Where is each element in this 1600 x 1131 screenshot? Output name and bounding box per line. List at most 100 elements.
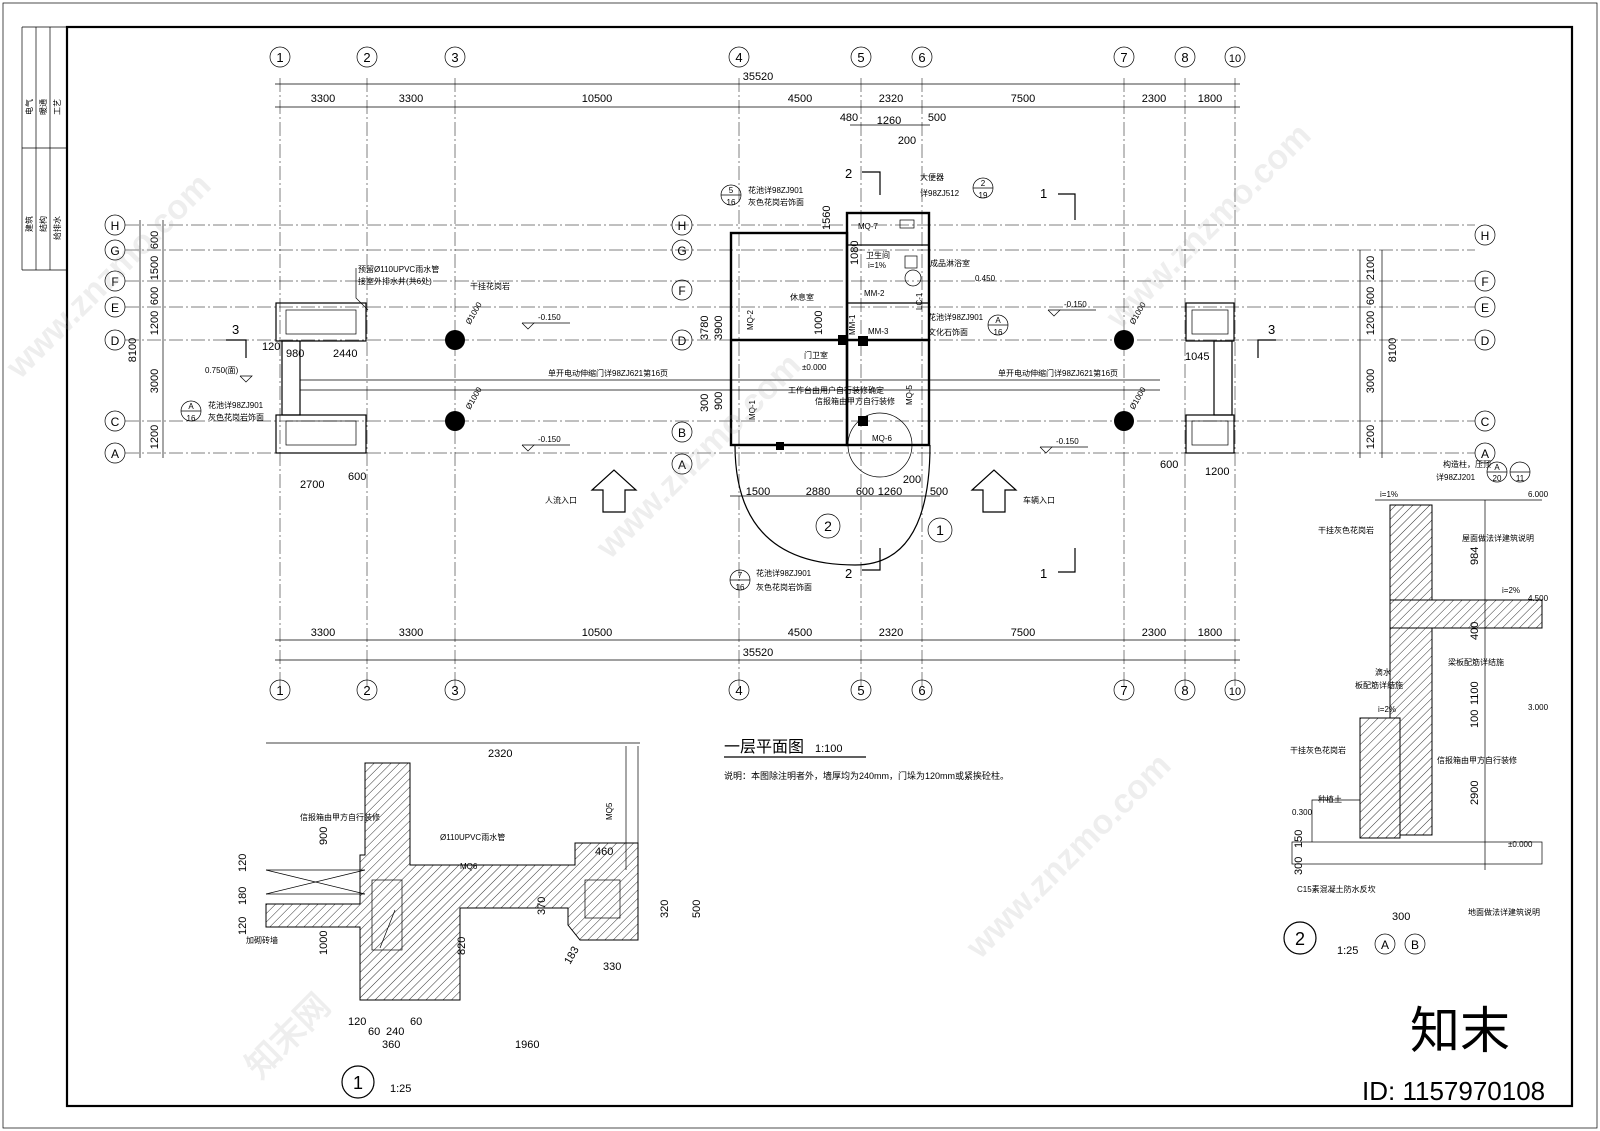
watermark-site-cn: 知末网 bbox=[239, 987, 338, 1086]
d1-dim-60: 60 bbox=[368, 1026, 380, 1038]
planter-right-label: 花池详98ZJ901 bbox=[928, 312, 984, 322]
plan-scale: 1:100 bbox=[815, 743, 843, 755]
d1-dim-360: 360 bbox=[382, 1039, 400, 1051]
axis-label: 8 bbox=[1181, 683, 1188, 698]
d2-dim-984: 984 bbox=[1469, 547, 1481, 565]
axis-label: F bbox=[1481, 275, 1488, 289]
dim-600-left: 600 bbox=[348, 471, 366, 483]
axis-label: D bbox=[111, 334, 120, 348]
section-label: 1 bbox=[1040, 186, 1047, 201]
room-toilet-slope: i=1% bbox=[868, 261, 886, 270]
door-mq5: MQ-5 bbox=[905, 384, 914, 405]
d1-dim-1000: 1000 bbox=[318, 931, 330, 955]
watermark-brand: 知末 bbox=[1410, 1003, 1510, 1059]
gate-right-label: 单开电动伸缩门详98ZJ621第16页 bbox=[998, 368, 1118, 378]
dim-text: 1800 bbox=[1198, 627, 1222, 639]
axis-label: G bbox=[677, 244, 686, 258]
axis-label: C bbox=[1481, 415, 1490, 429]
d2-granite-1: 干挂灰色花岗岩 bbox=[1318, 525, 1374, 535]
section-label: 2 bbox=[845, 166, 852, 181]
entry-arrows: 人流入口 车辆入口 bbox=[545, 469, 1055, 513]
dim-text: 10500 bbox=[582, 93, 613, 105]
d2-soil: 种植土 bbox=[1318, 794, 1342, 804]
dim-chain-left: 8100 600 1500 600 1200 3000 1200 bbox=[127, 220, 164, 458]
axis-label: H bbox=[1481, 229, 1490, 243]
dim-120: 120 bbox=[262, 341, 280, 353]
room-guard-level: ±0.000 bbox=[802, 363, 827, 372]
ref-a: A bbox=[188, 402, 194, 411]
toilet-std-label: 大便器 bbox=[920, 172, 944, 182]
planter-right: 1045 1200 600 bbox=[1160, 302, 1235, 478]
planter-bottom-label-2: 灰色花岗岩饰面 bbox=[756, 582, 812, 592]
d1-dim-1960: 1960 bbox=[515, 1039, 539, 1051]
dim-text: 600 bbox=[1365, 287, 1377, 305]
watermarks: www.znzmo.com www.znzmo.com www.znzmo.co… bbox=[0, 116, 1545, 1106]
door-mm3: MM-3 bbox=[868, 327, 889, 336]
d1-dim-330: 330 bbox=[603, 961, 621, 973]
dim-1045: 1045 bbox=[1185, 351, 1209, 363]
dim-text: 3000 bbox=[1365, 369, 1377, 393]
planter-left-label-2: 灰色花岗岩饰面 bbox=[208, 412, 264, 422]
d2-mailbox: 信报箱由甲方自行装修 bbox=[1437, 755, 1517, 765]
axis-label: E bbox=[111, 301, 119, 315]
d2-grid-a: A bbox=[1381, 938, 1389, 952]
d2-grid-b: B bbox=[1411, 938, 1419, 952]
d1-dim-2320: 2320 bbox=[488, 748, 512, 760]
ref-16: 16 bbox=[736, 583, 745, 592]
axis-label: 4 bbox=[735, 50, 742, 65]
axis-label: H bbox=[678, 219, 687, 233]
entry-people: 人流入口 bbox=[545, 495, 577, 505]
axis-bubbles-left: H G F E D C A bbox=[104, 214, 126, 464]
d1-mailbox: 信报箱由甲方自行装修 bbox=[300, 812, 380, 822]
d1-dim-183: 183 bbox=[562, 945, 582, 967]
d1-dim-500: 500 bbox=[691, 900, 703, 918]
dim-1200-right: 1200 bbox=[1205, 466, 1229, 478]
dim-text: 1200 bbox=[1365, 311, 1377, 335]
dim-chain-right: 8100 2100 600 1200 3000 1200 bbox=[1359, 250, 1399, 458]
dim-text: 4500 bbox=[788, 627, 812, 639]
dim-text: 1800 bbox=[1198, 93, 1222, 105]
d1-dim-820: 820 bbox=[456, 937, 468, 955]
ref-16: 16 bbox=[727, 198, 736, 207]
axis-label: C bbox=[111, 415, 120, 429]
d1-dim-120: 120 bbox=[348, 1016, 366, 1028]
level-neg-150: -0.150 bbox=[538, 435, 561, 444]
ref-2: 2 bbox=[981, 179, 986, 188]
door-mm1: MM-1 bbox=[848, 314, 857, 335]
axis-label: A bbox=[111, 447, 119, 461]
dim-text: 3000 bbox=[149, 369, 161, 393]
ref-16: 16 bbox=[994, 328, 1003, 337]
dim-text: 10500 bbox=[582, 627, 613, 639]
axis-label: 5 bbox=[857, 50, 864, 65]
dim-total-right: 8100 bbox=[1387, 338, 1399, 362]
dim-text: 3300 bbox=[399, 93, 423, 105]
axis-label: D bbox=[678, 334, 687, 348]
axis-label: A bbox=[1481, 447, 1489, 461]
dim-980: 980 bbox=[286, 348, 304, 360]
granite-label: 干挂花岗岩 bbox=[470, 281, 510, 291]
d2-floor: 地面做法详建筑说明 bbox=[1468, 907, 1540, 917]
axis-label: 7 bbox=[1120, 683, 1127, 698]
downpipe-label-1: 预留Ø110UPVC雨水管 bbox=[358, 264, 439, 274]
dim-text: 1500 bbox=[149, 256, 161, 280]
guard-house: 休息室 门卫室 ±0.000 卫生间 i=1% 成品淋浴室 MQ-7 MQ-2 … bbox=[699, 206, 970, 566]
dim-text: 480 bbox=[840, 112, 858, 124]
d2-number: 2 bbox=[1295, 929, 1305, 949]
planter-left-label: 花池详98ZJ901 bbox=[208, 400, 264, 410]
entry-vehicle: 车辆入口 bbox=[1023, 495, 1055, 505]
d1-brick: 加砌砖墙 bbox=[246, 935, 278, 945]
d2-dim-100: 100 bbox=[1469, 710, 1481, 728]
dim-text: 200 bbox=[898, 135, 916, 147]
axis-label: 5 bbox=[857, 683, 864, 698]
section-label: 2 bbox=[845, 566, 852, 581]
axis-label: 1 bbox=[276, 50, 283, 65]
ref-7: 7 bbox=[738, 571, 743, 580]
dim-text: 1200 bbox=[1365, 425, 1377, 449]
d1-scale: 1:25 bbox=[390, 1083, 411, 1095]
d1-dim-120b: 120 bbox=[237, 854, 249, 872]
detail-ref-1: 1 bbox=[936, 522, 944, 538]
axis-bubbles-bottom: 1 2 3 4 5 6 7 8 10 bbox=[269, 679, 1246, 701]
d1-number: 1 bbox=[353, 1073, 363, 1093]
dim-text: 4500 bbox=[788, 93, 812, 105]
